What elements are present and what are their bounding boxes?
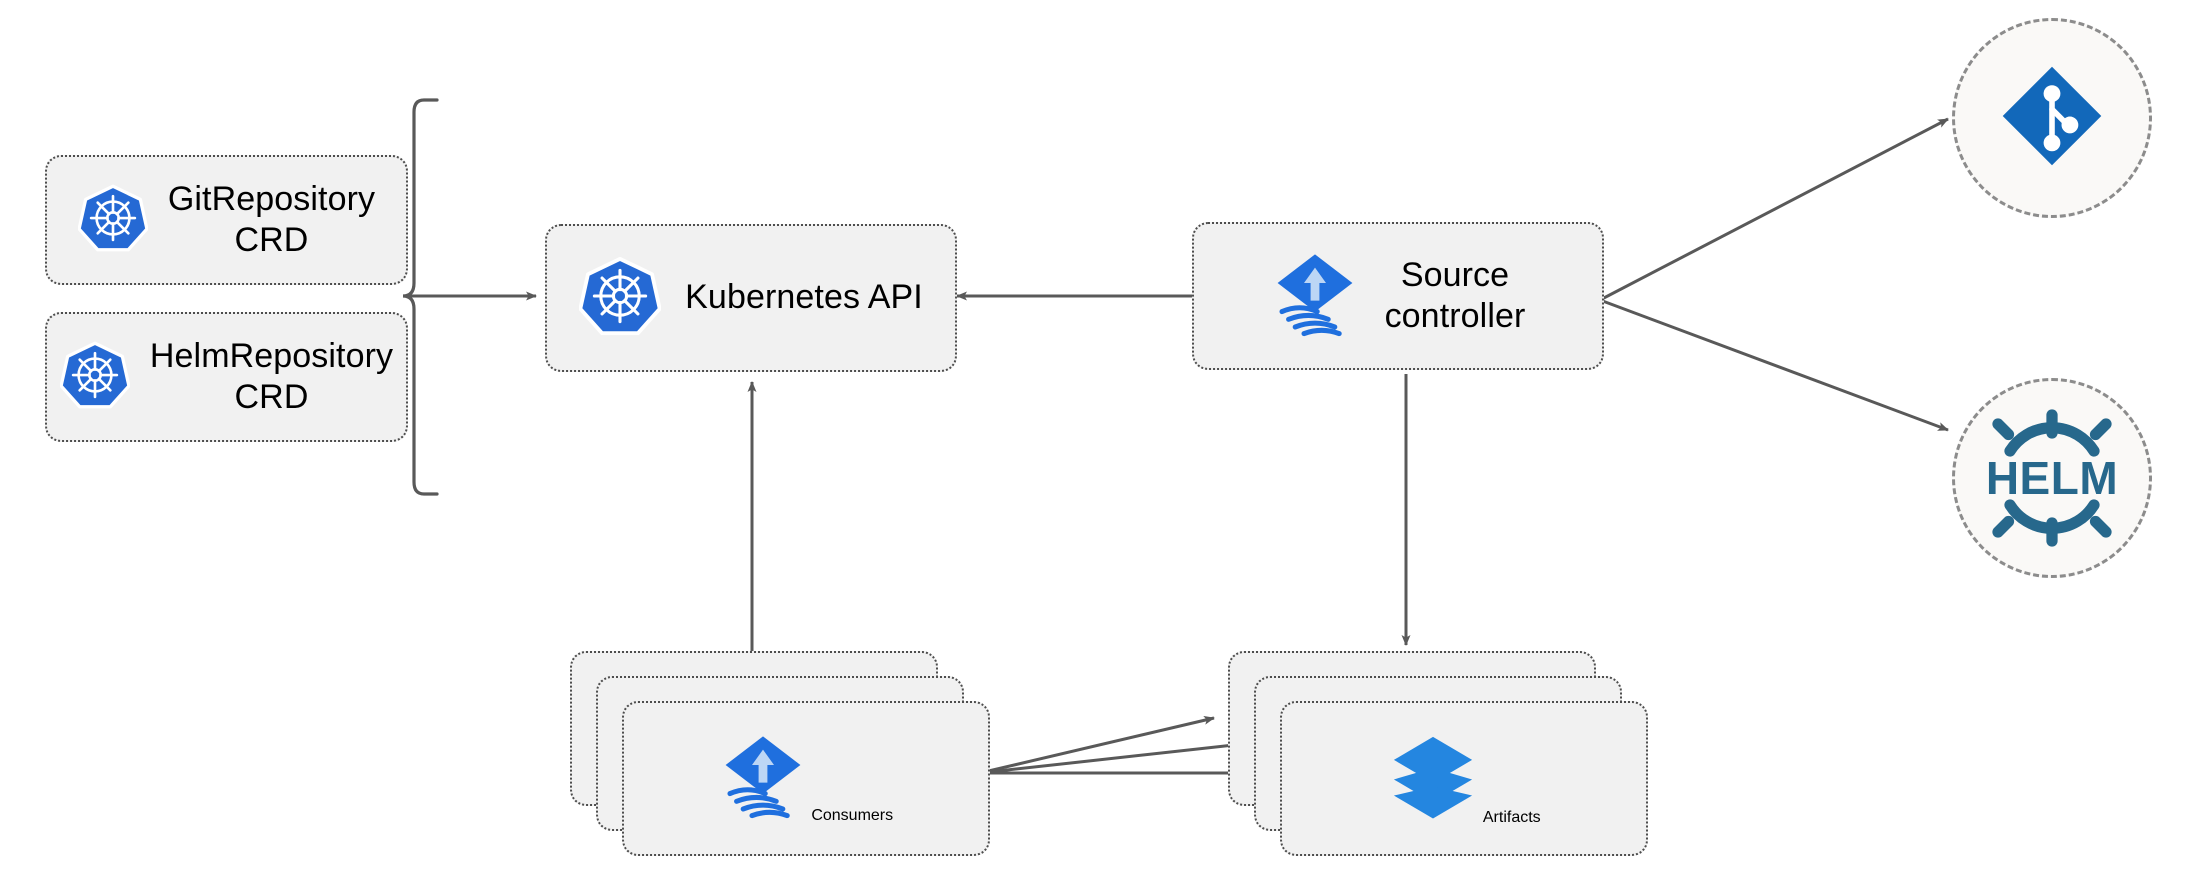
edge-consumers-to-artifacts-1 [979, 715, 1215, 775]
node-label: HelmRepository CRD [149, 336, 394, 416]
kubernetes-icon [59, 340, 131, 415]
layers-icon [1387, 736, 1483, 826]
edge-source-controller-to-helm [1599, 298, 1949, 432]
helm-wordmark: HELM [1985, 452, 2119, 504]
consumers-stack-layer-front[interactable]: Consumers [622, 701, 990, 856]
node-label: Artifacts [1482, 809, 1541, 826]
artifacts-stack-layer-front[interactable]: Artifacts [1280, 701, 1648, 856]
node-label: Consumers [811, 807, 894, 824]
node-git-repository-crd[interactable]: GitRepository CRD [45, 155, 408, 285]
helm-icon: HELM [1977, 403, 2127, 553]
node-label: GitRepository CRD [167, 179, 376, 259]
node-label: Kubernetes API [685, 278, 923, 317]
node-kubernetes-api[interactable]: Kubernetes API [545, 224, 957, 372]
node-source-controller[interactable]: Source controller [1192, 222, 1604, 370]
node-label: Source controller [1384, 255, 1526, 335]
edge-source-controller-to-git [1599, 117, 1949, 302]
flux-icon [719, 736, 811, 824]
node-helm-repository-crd[interactable]: HelmRepository CRD [45, 312, 408, 442]
kubernetes-icon [77, 183, 149, 258]
crd-group-brace [402, 98, 439, 496]
git-icon [1996, 60, 2108, 177]
node-helm-external[interactable]: HELM [1952, 378, 2152, 578]
flux-icon [1271, 250, 1359, 343]
kubernetes-icon [578, 255, 662, 342]
node-git-external[interactable] [1952, 18, 2152, 218]
edge-consumers-to-artifacts-2 [979, 740, 1244, 775]
node-consumers[interactable]: Consumers [570, 651, 990, 856]
node-artifacts[interactable]: Artifacts [1228, 651, 1648, 856]
